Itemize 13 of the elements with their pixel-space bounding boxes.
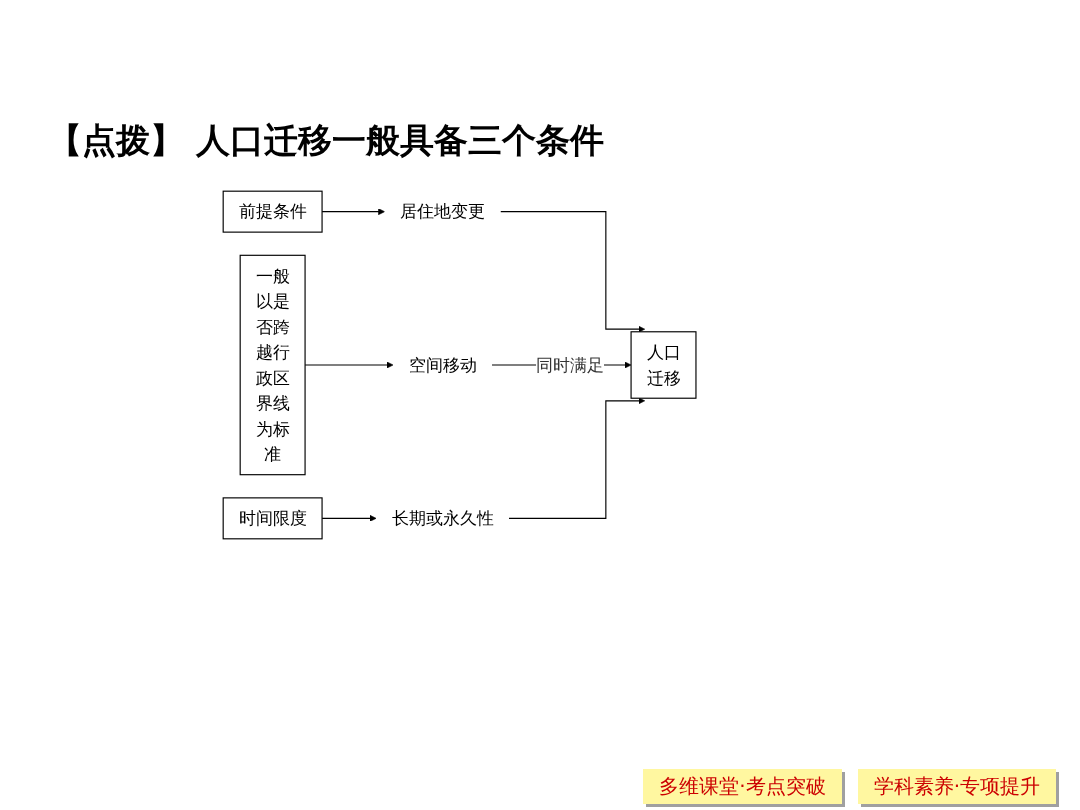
node-text: 空间移动: [409, 355, 477, 375]
node-box: 前提条件: [223, 190, 324, 233]
slide-title: 【点拨】 人口迁移一般具备三个条件: [48, 119, 604, 162]
node-box: 人口迁移: [630, 331, 697, 399]
arrow: [508, 397, 646, 519]
node-text: 长期或永久性: [392, 508, 494, 528]
edge-label: 同时满足: [536, 355, 605, 375]
nav-tab: 多维课堂·考点突破: [643, 769, 842, 804]
node-box: 时间限度: [223, 497, 324, 540]
nav-tab: 学科素养·专项提升: [857, 769, 1056, 804]
node-box: 一般以是否跨越行政区界线为标准: [240, 254, 307, 476]
node-text: 居住地变更: [400, 202, 486, 222]
arrow: [500, 211, 646, 333]
